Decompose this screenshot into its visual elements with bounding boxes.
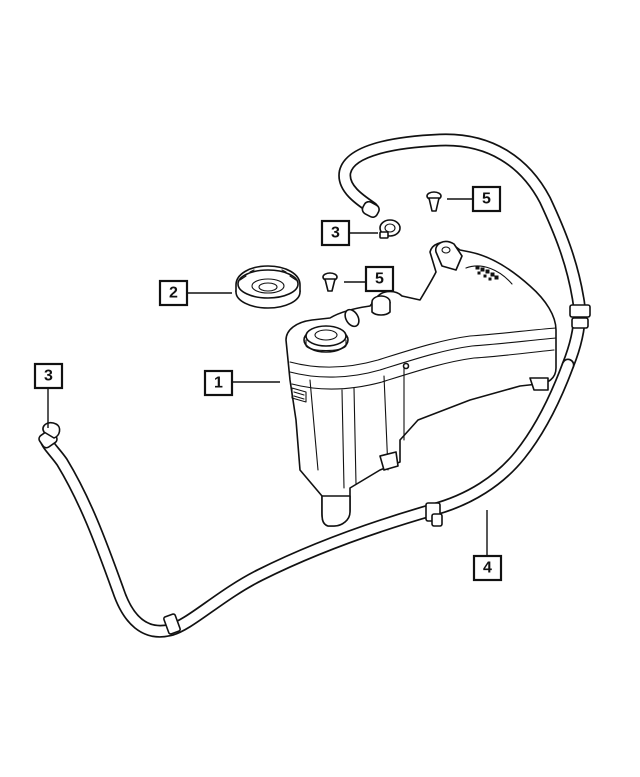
coolant-recovery-tank xyxy=(285,240,557,527)
push-pin-fastener-middle xyxy=(322,272,338,292)
callout-label: 5 xyxy=(482,191,491,208)
callout-clamp-upper: 3 xyxy=(320,219,351,247)
callout-label: 4 xyxy=(483,560,492,577)
pressure-cap xyxy=(235,265,301,309)
callout-label: 5 xyxy=(375,271,384,288)
callout-clamp-left: 3 xyxy=(33,362,64,390)
leader-lines xyxy=(47,198,488,556)
hose-clamp-left xyxy=(42,421,61,439)
callout-label: 1 xyxy=(214,375,223,392)
callout-tank: 1 xyxy=(203,369,234,397)
hose-clamp-upper xyxy=(379,219,401,239)
callout-label: 2 xyxy=(169,285,178,302)
callout-label: 3 xyxy=(44,368,53,385)
callout-hose: 4 xyxy=(472,554,503,582)
callout-fastener-middle: 5 xyxy=(364,265,395,293)
callout-cap: 2 xyxy=(158,279,189,307)
push-pin-fastener-upper xyxy=(426,191,442,212)
callout-label: 3 xyxy=(331,225,340,242)
callout-fastener-upper: 5 xyxy=(471,185,502,213)
upper-hose xyxy=(338,133,591,372)
